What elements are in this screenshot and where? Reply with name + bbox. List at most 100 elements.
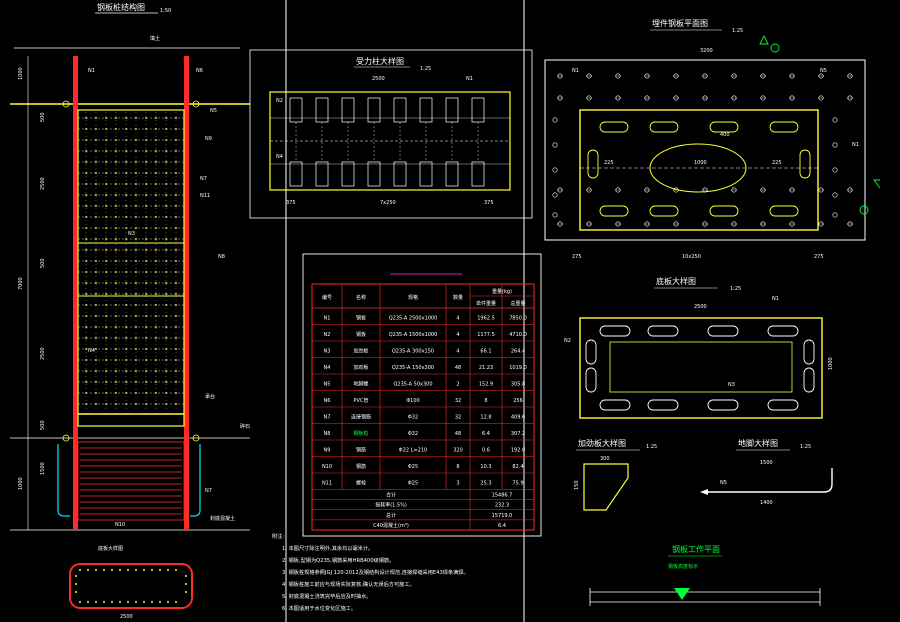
table-cell: 66.1 bbox=[480, 349, 491, 355]
notes-items: 1. 本图尺寸除注明外,其余均以毫米计。2. 钢板,型钢为Q235,钢筋采用HR… bbox=[282, 544, 469, 612]
label-n9: N9 bbox=[205, 136, 212, 142]
dim-base-width: 2500 bbox=[694, 304, 707, 310]
pile-left bbox=[73, 56, 78, 530]
dim-bar-len: 1400 bbox=[760, 500, 773, 506]
dim-anchor-center: 1000 bbox=[694, 160, 707, 166]
label-fill: 填土 bbox=[150, 35, 160, 42]
table-cell: 192.0 bbox=[511, 448, 525, 454]
scale-stiffener: 1:25 bbox=[646, 444, 657, 450]
water-level-marker bbox=[674, 588, 690, 600]
table-cell: 地脚螺 bbox=[353, 381, 368, 388]
dim-anchor-gap-a: 225 bbox=[604, 160, 614, 166]
table-cell: 4 bbox=[456, 349, 459, 355]
table-cell: N2 bbox=[324, 332, 331, 338]
table-header: 名称 bbox=[356, 294, 366, 301]
dim-stiff-w: 300 bbox=[600, 456, 610, 462]
table-cell: 连接钢筋 bbox=[351, 414, 371, 421]
table-cell: 409.6 bbox=[511, 415, 525, 421]
label-section: 底板大样图 bbox=[98, 545, 123, 552]
note-item: 5. 封底混凝土浇筑完毕后应及时抽水。 bbox=[282, 592, 372, 600]
table-cell: N11 bbox=[322, 481, 332, 487]
title-shear: 受力柱大样图 bbox=[356, 56, 404, 66]
water-level: 钢板工作平面 钢板高度标示 bbox=[589, 544, 821, 606]
table-cell: N5 bbox=[324, 382, 331, 388]
table-cell: N4 bbox=[324, 365, 331, 371]
table-cell: 75.9 bbox=[512, 481, 523, 487]
label-anchor-n1: N1 bbox=[572, 68, 579, 74]
table-cell: N9 bbox=[324, 448, 331, 454]
scale-anchor-bar: 1:25 bbox=[800, 444, 811, 450]
seal-block bbox=[77, 441, 185, 521]
dim-vc: 500 bbox=[40, 258, 46, 268]
label-n6: N6 bbox=[196, 68, 203, 74]
dim-anchor-gap-b: 225 bbox=[772, 160, 782, 166]
section-plan bbox=[69, 563, 193, 609]
stiffener: 加劲板大样图 1:25 300 150 bbox=[574, 438, 657, 511]
seal-hatch bbox=[80, 447, 182, 515]
table-summary-value: 15486.7 bbox=[492, 493, 513, 499]
shear-plan: 受力柱大样图 1:25 2500 375 7x250 375 N2 N4 N1 bbox=[249, 49, 533, 219]
note-item: 3. 钢板桩规格参照JGJ 120-2012及钢结构设计规范,连接焊缝采用E43… bbox=[282, 568, 469, 576]
table-summary-label: 损耗率(1.5%) bbox=[375, 502, 407, 509]
label-anchor-n5: N5 bbox=[820, 68, 827, 74]
table-cell: 8 bbox=[456, 464, 459, 470]
note-item: 2. 钢板,型钢为Q235,钢筋采用HRB400级钢筋。 bbox=[282, 556, 394, 564]
table-cell: 钢板 bbox=[356, 315, 366, 322]
table-cell: 305.8 bbox=[511, 382, 525, 388]
table-cell: PVC管 bbox=[354, 397, 369, 404]
table-header: 重量(kg) bbox=[492, 288, 512, 295]
dim-base-height: 1000 bbox=[828, 357, 834, 370]
table-cell: 2 bbox=[456, 382, 459, 388]
anchor-outer bbox=[544, 59, 866, 241]
label-base-n3: N3 bbox=[728, 382, 735, 388]
table-cell: 7850.0 bbox=[509, 316, 527, 322]
table-cell: 6.4 bbox=[482, 431, 490, 437]
table-cell: 12.8 bbox=[480, 415, 491, 421]
table-cell: 1019.0 bbox=[509, 365, 527, 371]
dim-shear-width: 2500 bbox=[372, 76, 385, 82]
table-cell: 加劲板 bbox=[353, 364, 368, 371]
label-base-n1: N1 bbox=[772, 296, 779, 302]
base-plate: 底板大样图 1:25 2500 1000 N2 N3 N1 bbox=[564, 276, 834, 419]
table-cell: 钢板 bbox=[356, 331, 366, 338]
table-cell: 32 bbox=[455, 398, 461, 404]
label-seal: 封底混凝土 bbox=[210, 515, 235, 522]
table-cell: 264.4 bbox=[511, 349, 525, 355]
table-cell: N10 bbox=[322, 464, 332, 470]
label-n4: N4 bbox=[88, 348, 95, 354]
table-cell: 钢筋 bbox=[356, 463, 366, 470]
dim-ve: 500 bbox=[40, 420, 46, 430]
table-cell: 4 bbox=[456, 332, 459, 338]
anchor-plan: 埋件钢板平面图 1:25 3200 10x250 275 275 1000 22… bbox=[544, 18, 881, 260]
table-header: 数量 bbox=[453, 294, 463, 301]
table-cell: Q235-A 150x300 bbox=[392, 365, 434, 371]
base-slots bbox=[585, 325, 815, 411]
title-base: 底板大样图 bbox=[656, 276, 696, 286]
table-summary-value: 232.3 bbox=[495, 503, 509, 509]
dim-depth: 1500 bbox=[40, 462, 46, 475]
scale-shear: 1:25 bbox=[420, 66, 431, 72]
table-cell: 48 bbox=[455, 365, 461, 371]
base-frame bbox=[579, 317, 823, 419]
stiffener-shape bbox=[583, 463, 629, 511]
dim-anchor-left: 275 bbox=[572, 254, 582, 260]
dim-bottom: 1000 bbox=[18, 477, 24, 490]
label-anchor-n1b: N1 bbox=[852, 142, 859, 148]
stirrup-grid bbox=[62, 100, 200, 442]
dim-anchor-right: 275 bbox=[814, 254, 824, 260]
table-cell: N6 bbox=[324, 398, 331, 404]
table-cell: 152.9 bbox=[479, 382, 493, 388]
dim-left-width: 2500 bbox=[120, 614, 133, 620]
pile-elevation: 钢板桩结构图 1:50 填土 1000 500 2500 500 2500 50… bbox=[10, 2, 250, 620]
table-cell: 0.6 bbox=[482, 448, 490, 454]
table-cell: Φ32 bbox=[408, 415, 418, 421]
dim-shear-a: 375 bbox=[286, 200, 296, 206]
table-cell: 320 bbox=[453, 448, 463, 454]
label-n5: N5 bbox=[210, 108, 217, 114]
title-pile: 钢板桩结构图 bbox=[97, 2, 145, 12]
title-water: 钢板工作平面 bbox=[672, 544, 720, 554]
dim-shear-b: 7x250 bbox=[380, 200, 396, 206]
label-n7b: N7 bbox=[205, 488, 212, 494]
dim-top: 1000 bbox=[18, 67, 24, 80]
